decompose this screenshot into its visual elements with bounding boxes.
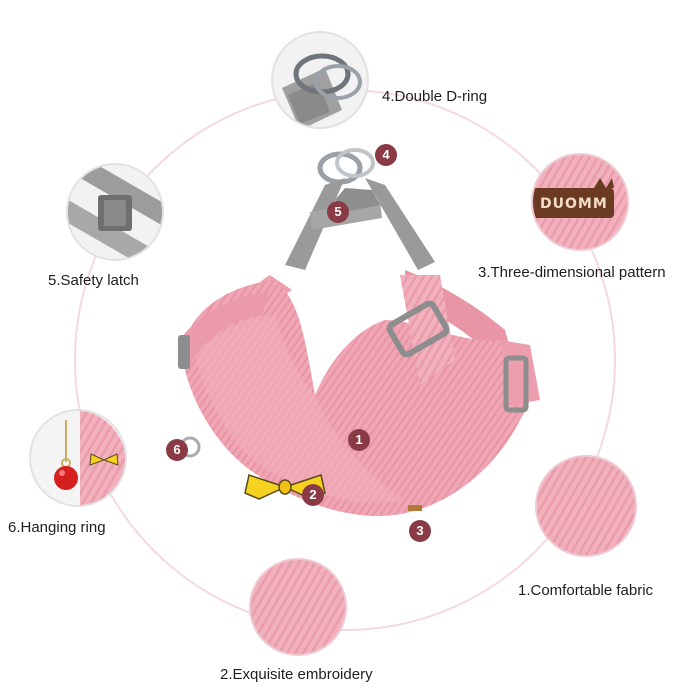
marker-5: 5 <box>327 201 349 223</box>
label-safety-latch: 5.Safety latch <box>48 272 139 289</box>
label-comfortable-fabric: 1.Comfortable fabric <box>518 582 654 599</box>
marker-1: 1 <box>348 429 370 451</box>
label-hanging-ring: 6.Hanging ring <box>8 519 106 536</box>
detail-hanging-ring <box>29 409 127 507</box>
marker-2: 2 <box>302 484 324 506</box>
marker-6: 6 <box>166 439 188 461</box>
detail-three-dimensional-pattern <box>531 153 629 251</box>
marker-3: 3 <box>409 520 431 542</box>
logo-label: DUOMM <box>540 196 608 212</box>
detail-safety-latch <box>66 163 164 261</box>
detail-double-d-ring <box>271 31 369 129</box>
detail-comfortable-fabric <box>535 455 637 557</box>
label-three-dimensional-pattern: 3.Three-dimensional pattern <box>478 264 666 281</box>
detail-exquisite-embroidery <box>249 558 347 656</box>
marker-4: 4 <box>375 144 397 166</box>
label-double-d-ring: 4.Double D-ring <box>382 88 488 105</box>
harness <box>178 148 540 516</box>
label-exquisite-embroidery: 2.Exquisite embroidery <box>220 666 373 683</box>
